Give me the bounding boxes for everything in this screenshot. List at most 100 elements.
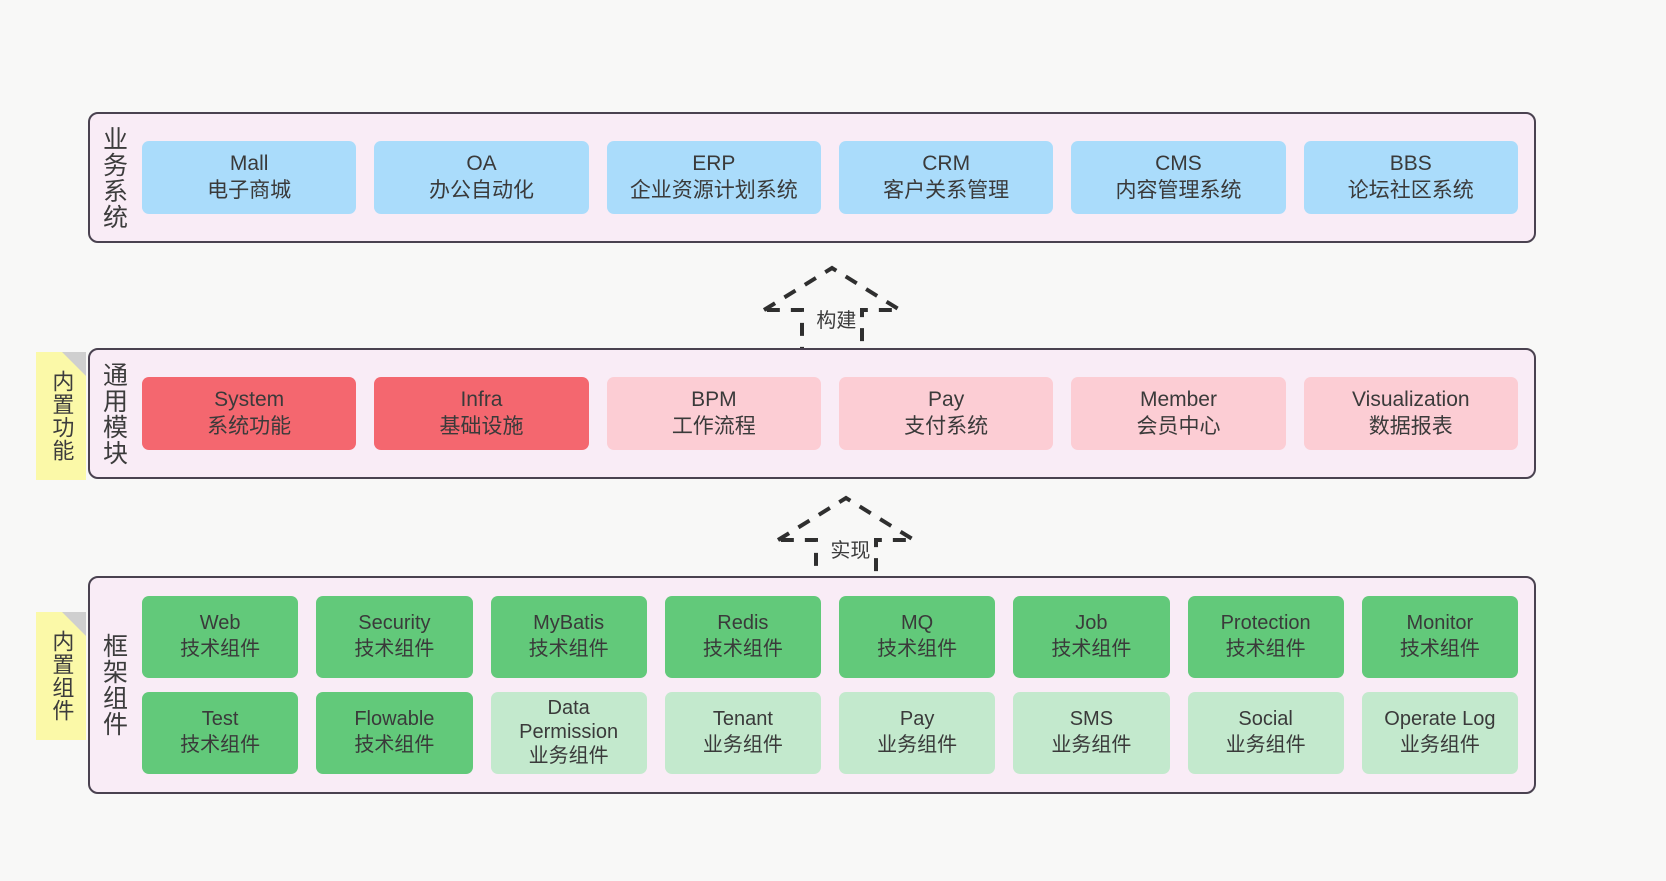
tile-infra[interactable]: Infra 基础设施 <box>374 377 589 450</box>
tile-grid-business-system: Mall 电子商城 OA 办公自动化 ERP 企业资源计划系统 CRM 客户关系… <box>136 114 1534 241</box>
tile-title: Operate Log <box>1384 708 1496 731</box>
tile-subtitle: 业务组件 <box>702 734 783 756</box>
tile-mybatis[interactable]: MyBatis 技术组件 <box>490 596 647 678</box>
tile-subtitle: 技术组件 <box>1225 638 1306 660</box>
tile-visualization[interactable]: Visualization 数据报表 <box>1303 377 1518 450</box>
tile-title: Member <box>1139 387 1217 411</box>
tile-title: Security <box>358 612 431 635</box>
tile-test[interactable]: Test 技术组件 <box>142 692 299 774</box>
tile-title: BBS <box>1389 151 1432 175</box>
layer-common-modules: 通用模块 System 系统功能 Infra 基础设施 BPM 工作流程 Pay… <box>88 348 1536 479</box>
tile-flowable[interactable]: Flowable 技术组件 <box>316 692 473 774</box>
layer-framework-components: 框架组件 Web 技术组件 Security 技术组件 MyBatis 技术组件… <box>88 576 1536 794</box>
tile-subtitle: 基础设施 <box>439 414 524 438</box>
tile-protection[interactable]: Protection 技术组件 <box>1187 596 1344 678</box>
tile-subtitle: 业务组件 <box>877 734 958 756</box>
note-label: 内置组件 <box>49 630 75 722</box>
tile-job[interactable]: Job 技术组件 <box>1013 596 1170 678</box>
tile-tenant[interactable]: Tenant 业务组件 <box>664 692 821 774</box>
tile-title: CRM <box>922 151 971 175</box>
tile-subtitle: 业务组件 <box>1051 734 1132 756</box>
tile-monitor[interactable]: Monitor 技术组件 <box>1361 596 1518 678</box>
page-fold-icon <box>62 352 86 376</box>
tile-pay-component[interactable]: Pay 业务组件 <box>839 692 996 774</box>
tile-title: Pay <box>928 387 965 411</box>
tile-security[interactable]: Security 技术组件 <box>316 596 473 678</box>
tile-erp[interactable]: ERP 企业资源计划系统 <box>606 141 821 214</box>
tile-subtitle: 数据报表 <box>1368 414 1453 438</box>
tile-subtitle: 业务组件 <box>1399 734 1480 756</box>
tile-web[interactable]: Web 技术组件 <box>142 596 299 678</box>
tile-subtitle: 工作流程 <box>671 414 756 438</box>
tile-sms[interactable]: SMS 业务组件 <box>1013 692 1170 774</box>
layer-business-system: 业务系统 Mall 电子商城 OA 办公自动化 ERP 企业资源计划系统 CRM… <box>88 112 1536 243</box>
tile-title: Social <box>1238 708 1293 731</box>
arrow-implement: 实现 <box>770 492 922 582</box>
layer-label-business-system: 业务系统 <box>99 125 128 230</box>
tile-social[interactable]: Social 业务组件 <box>1187 692 1344 774</box>
tile-subtitle: 技术组件 <box>180 734 261 756</box>
tile-title: Test <box>201 708 239 731</box>
tile-title: BPM <box>691 387 737 411</box>
tile-title: Pay <box>899 708 935 731</box>
tile-title: Protection <box>1220 612 1311 635</box>
tile-bpm[interactable]: BPM 工作流程 <box>606 377 821 450</box>
tile-grid-common-modules: System 系统功能 Infra 基础设施 BPM 工作流程 Pay 支付系统… <box>136 350 1534 477</box>
tile-member[interactable]: Member 会员中心 <box>1071 377 1286 450</box>
tile-title: Web <box>199 612 241 635</box>
tile-subtitle: 技术组件 <box>1399 638 1480 660</box>
tile-crm[interactable]: CRM 客户关系管理 <box>838 141 1054 214</box>
tile-title: Redis <box>717 612 769 635</box>
tile-subtitle: 支付系统 <box>904 414 989 438</box>
tile-oa[interactable]: OA 办公自动化 <box>374 141 589 214</box>
tile-subtitle: 技术组件 <box>354 734 435 756</box>
tile-title: Flowable <box>354 708 435 731</box>
tile-row: Mall 电子商城 OA 办公自动化 ERP 企业资源计划系统 CRM 客户关系… <box>142 141 1518 214</box>
arrow-label-build: 构建 <box>816 310 857 332</box>
tile-operate-log[interactable]: Operate Log 业务组件 <box>1361 692 1518 774</box>
note-builtin-components: 内置组件 <box>36 612 86 740</box>
tile-subtitle: 系统功能 <box>207 414 292 438</box>
note-label: 内置功能 <box>49 370 75 462</box>
tile-title: Visualization <box>1352 387 1470 411</box>
tile-bbs[interactable]: BBS 论坛社区系统 <box>1303 141 1518 214</box>
tile-subtitle: 会员中心 <box>1136 414 1221 438</box>
tile-redis[interactable]: Redis 技术组件 <box>664 596 821 678</box>
tile-pay-module[interactable]: Pay 支付系统 <box>838 377 1054 450</box>
tile-mall[interactable]: Mall 电子商城 <box>142 141 357 214</box>
tile-title: Monitor <box>1406 612 1474 635</box>
tile-cms[interactable]: CMS 内容管理系统 <box>1071 141 1286 214</box>
layer-label-framework-components: 框架组件 <box>99 633 128 737</box>
tile-title: MQ <box>901 612 934 635</box>
tile-mq[interactable]: MQ 技术组件 <box>839 596 996 678</box>
tile-title: CMS <box>1155 151 1202 175</box>
tile-subtitle: 技术组件 <box>528 638 609 660</box>
tile-title: System <box>214 387 285 411</box>
tile-title: Job <box>1075 612 1108 635</box>
arrow-label-implement: 实现 <box>830 540 871 562</box>
tile-subtitle: 技术组件 <box>702 638 783 660</box>
tile-title: Tenant <box>712 708 773 731</box>
tile-title: OA <box>466 151 497 175</box>
tile-title: Mall <box>229 151 269 175</box>
tile-title: Infra <box>460 387 503 411</box>
tile-data-permission[interactable]: Data Permission 业务组件 <box>490 692 647 774</box>
dashed-up-arrow-icon <box>770 495 922 582</box>
tile-subtitle: 论坛社区系统 <box>1347 178 1474 202</box>
tile-title: ERP <box>692 151 736 175</box>
tile-subtitle: 技术组件 <box>180 638 261 660</box>
arrow-build: 构建 <box>756 262 908 352</box>
tile-subtitle: 业务组件 <box>528 745 609 768</box>
tile-subtitle: 技术组件 <box>877 638 958 660</box>
tile-title: SMS <box>1069 708 1114 731</box>
tile-subtitle: 客户关系管理 <box>883 178 1010 202</box>
tile-subtitle: 技术组件 <box>1051 638 1132 660</box>
tile-title: Data Permission <box>519 697 619 744</box>
tile-title: MyBatis <box>533 612 605 635</box>
tile-system[interactable]: System 系统功能 <box>142 377 357 450</box>
tile-subtitle: 企业资源计划系统 <box>629 178 798 202</box>
tile-subtitle: 内容管理系统 <box>1115 178 1242 202</box>
note-builtin-functions: 内置功能 <box>36 352 86 480</box>
page-fold-icon <box>62 612 86 636</box>
